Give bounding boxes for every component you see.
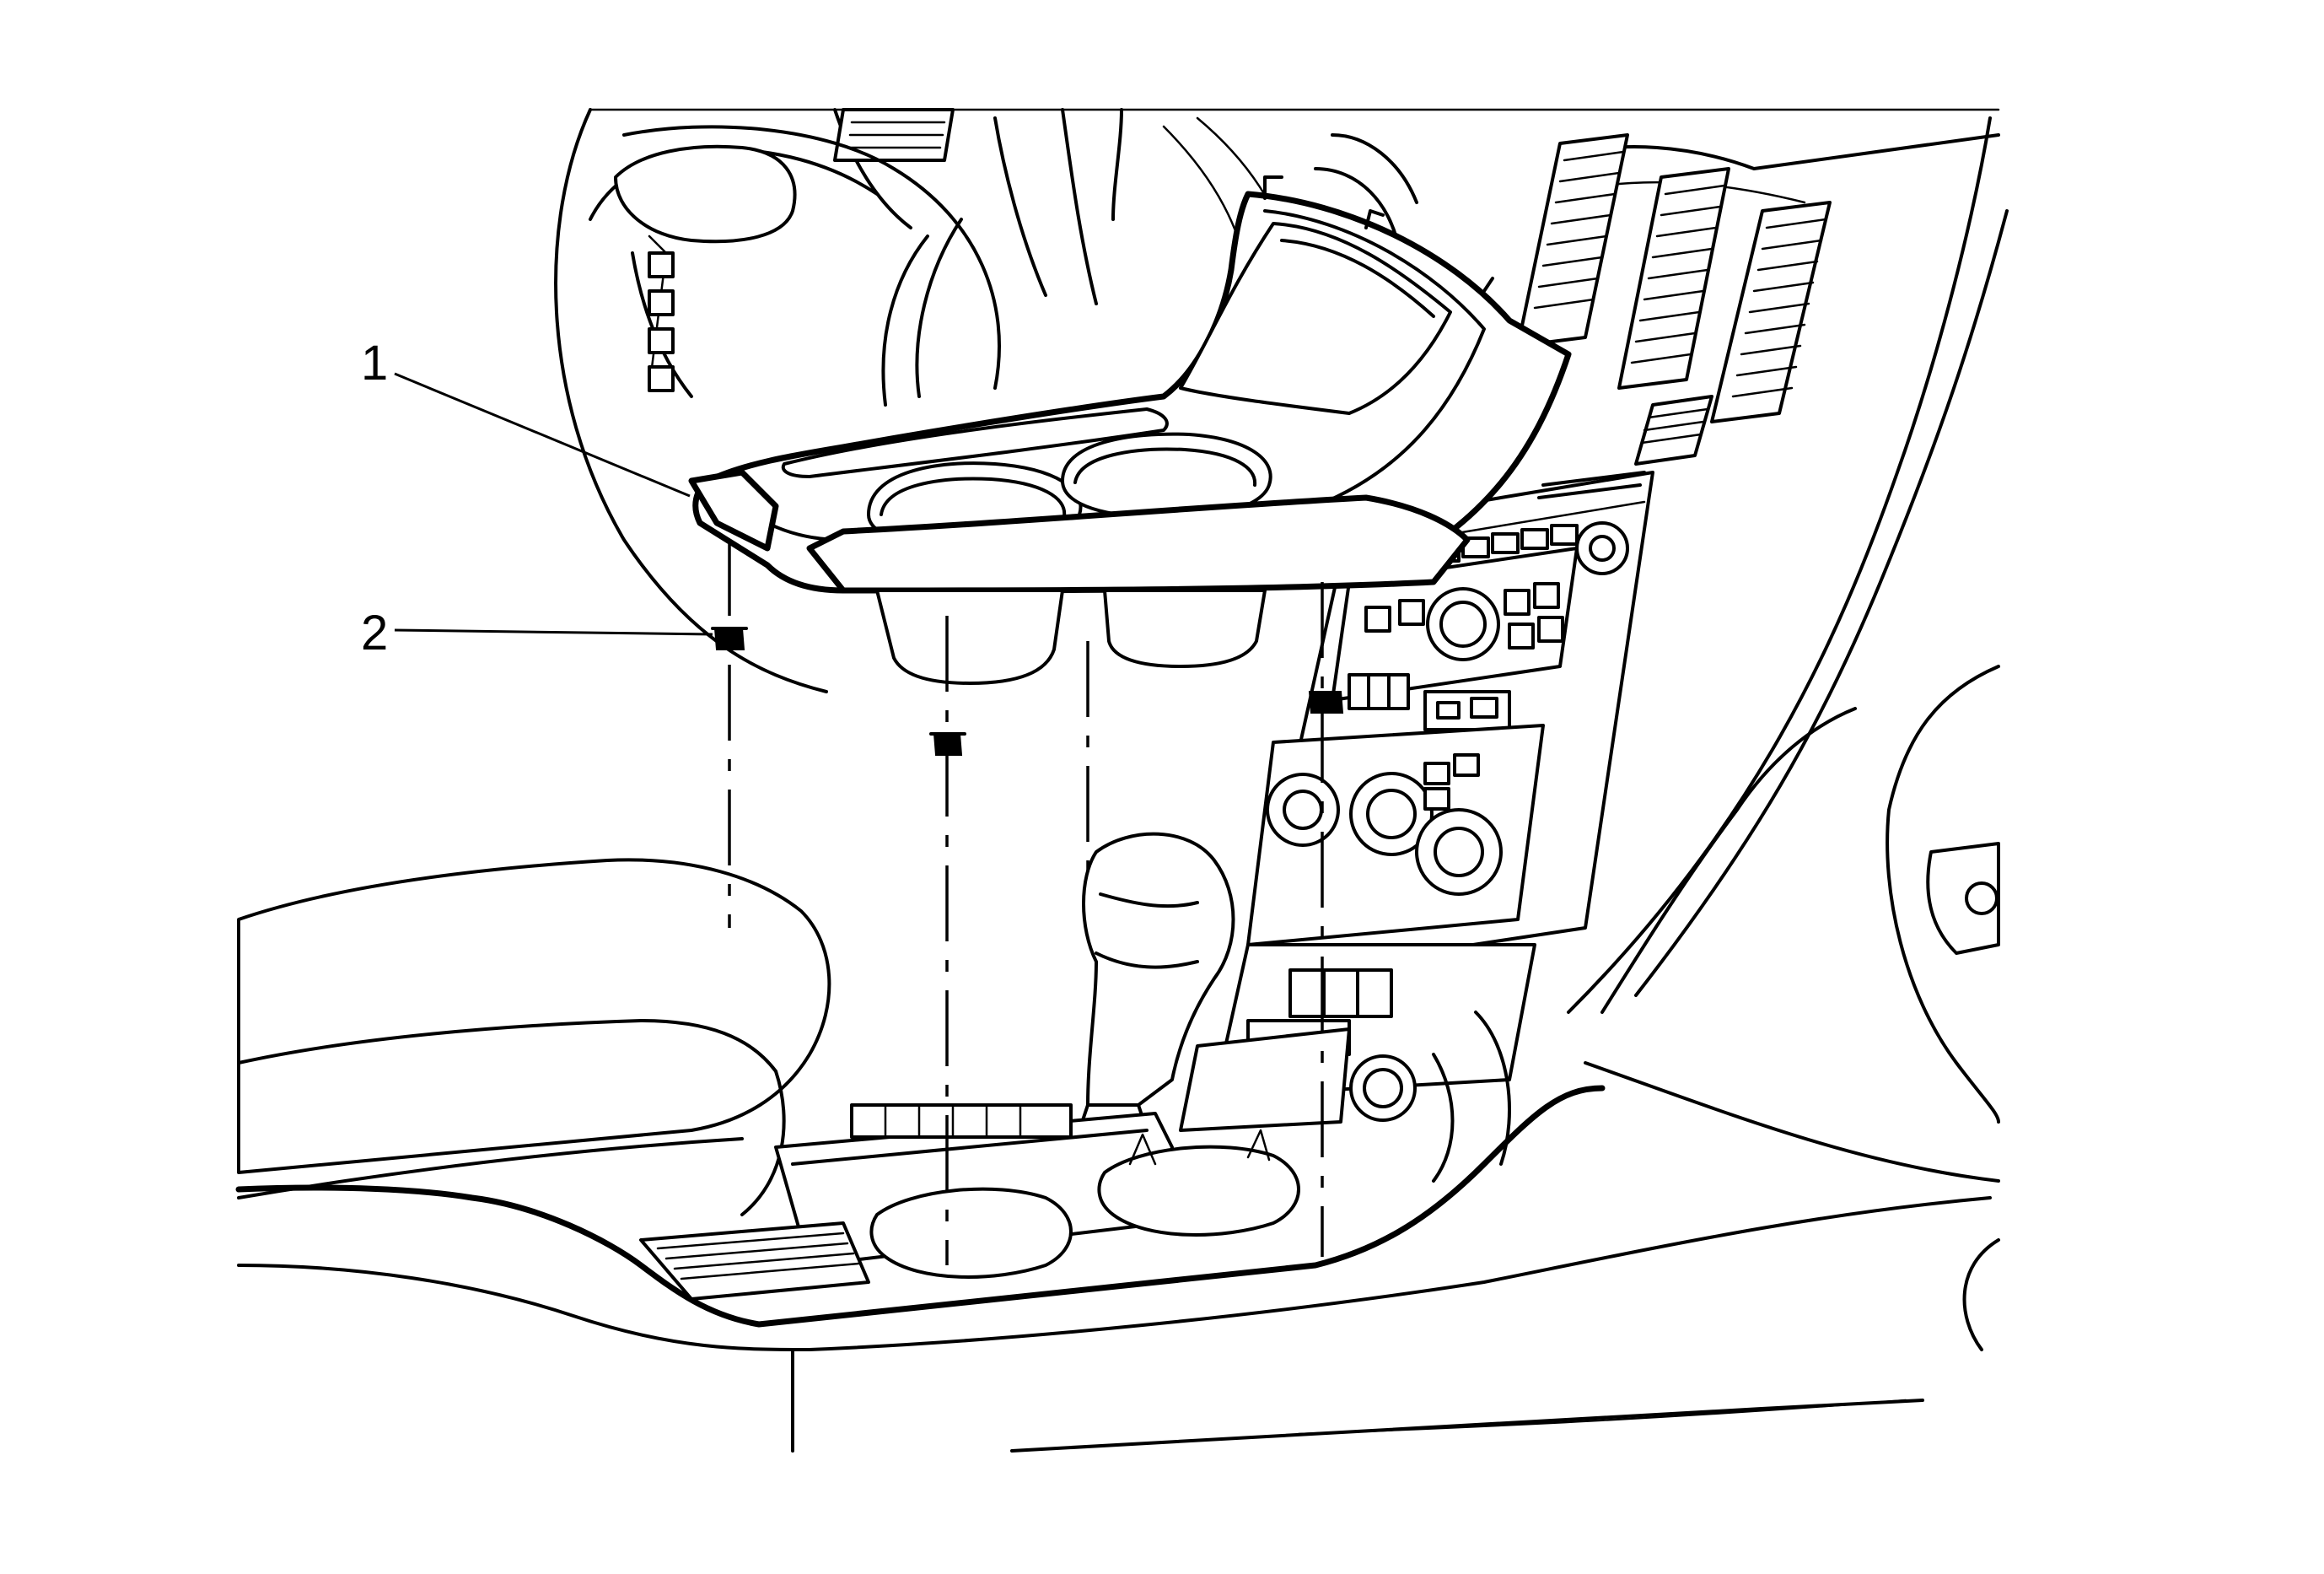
callout-1-label: 1 [361, 336, 388, 391]
callout-2-label: 2 [361, 606, 388, 660]
center-vents [1516, 133, 1832, 466]
clip-right [1308, 691, 1336, 714]
alignment-lines [728, 540, 1324, 1265]
lower-center-stack [1179, 943, 1536, 1183]
upper-vent-left [833, 108, 955, 162]
callout-1: 1 [361, 336, 691, 498]
callout-2: 2 [361, 606, 713, 660]
floor-console-assembly [235, 858, 1992, 1453]
gear-shifter [1069, 832, 1235, 1157]
callout-2-leader [394, 628, 713, 636]
steering-wheel [589, 108, 1418, 407]
callout-1-leader [394, 372, 691, 498]
door-panel [1584, 665, 2000, 1351]
trim-panel [688, 175, 1572, 714]
